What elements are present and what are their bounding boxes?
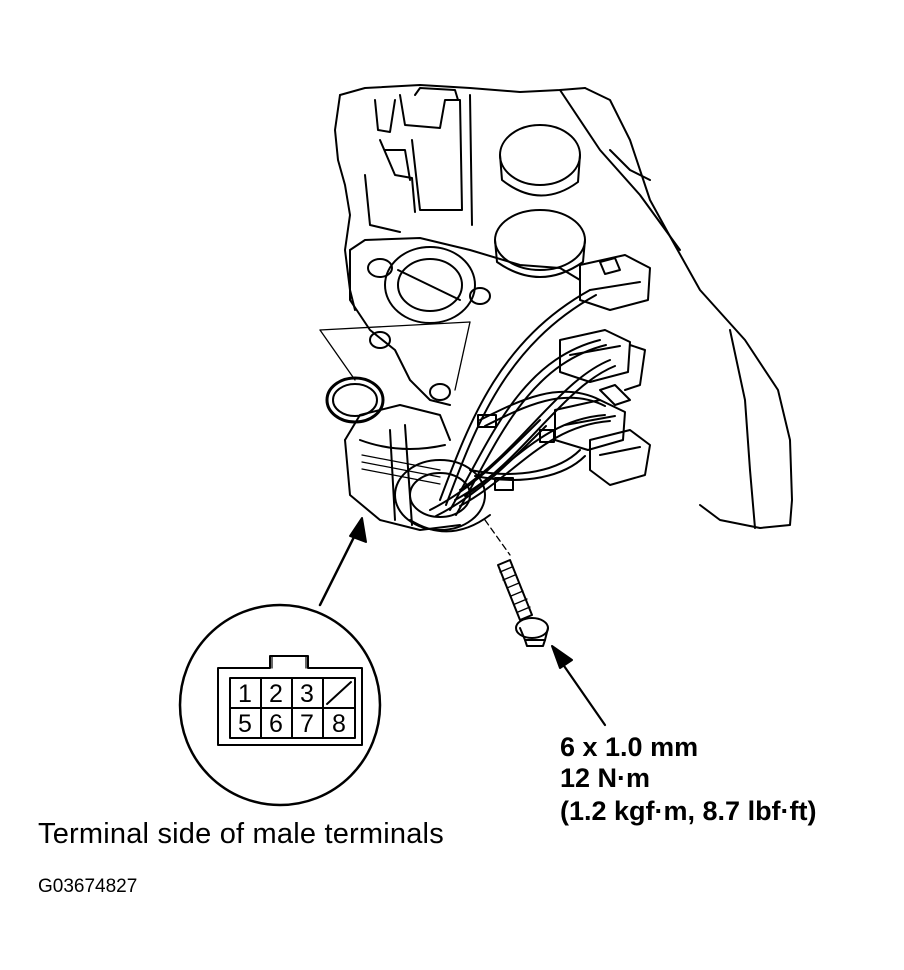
bolt-arrow <box>551 645 607 727</box>
pin-label: 1 <box>238 680 252 708</box>
pin-label: 3 <box>300 680 314 708</box>
bolt-icon <box>484 519 549 647</box>
pin-label: 8 <box>332 710 346 738</box>
transmission-case <box>319 84 793 529</box>
bolt-torque-label: 12 N·m <box>560 763 651 793</box>
bolt-torque-alt-label: (1.2 kgf·m, 8.7 lbf·ft) <box>560 796 817 826</box>
harness-connectors <box>554 254 651 486</box>
pin-label: 2 <box>269 680 283 708</box>
o-ring <box>325 376 385 424</box>
connector-pin-labels: 1 2 3 5 6 7 8 <box>238 680 346 738</box>
pin-label: 7 <box>300 710 314 738</box>
inset-arrow <box>318 517 367 607</box>
connector-inset <box>178 603 382 807</box>
pin-label: 5 <box>238 710 252 738</box>
bolt-size-label: 6 x 1.0 mm <box>560 732 699 762</box>
solenoid-body <box>344 404 491 533</box>
pin-label: 6 <box>269 710 283 738</box>
wire-harness <box>429 289 616 517</box>
figure-id: G03674827 <box>38 876 138 897</box>
inset-caption: Terminal side of male terminals <box>38 818 444 850</box>
